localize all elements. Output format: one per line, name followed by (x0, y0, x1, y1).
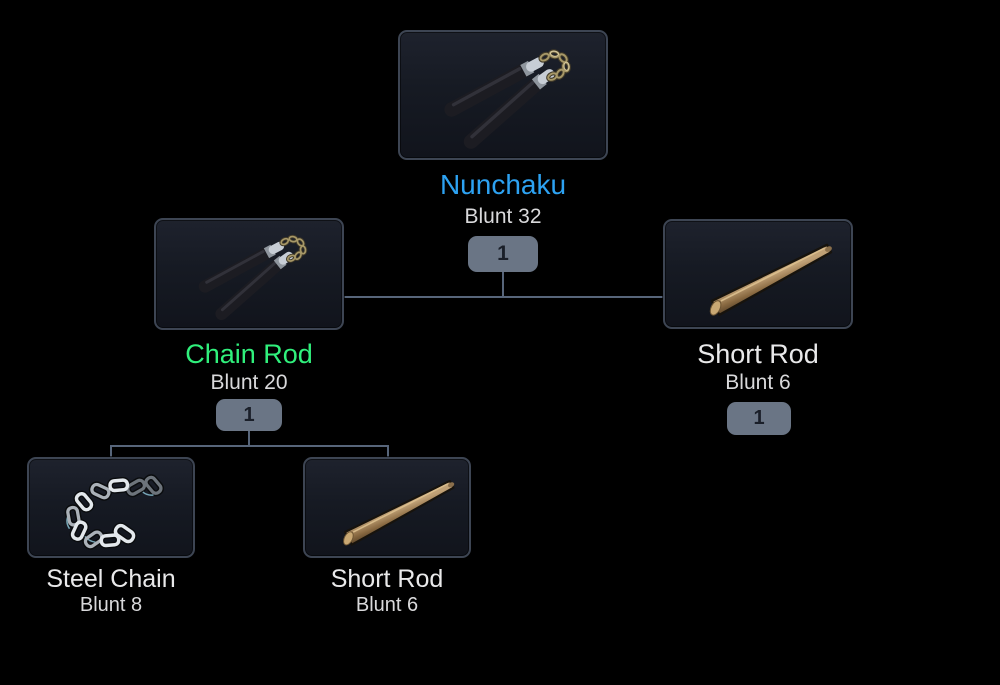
item-name-nunchaku: Nunchaku (439, 169, 567, 200)
nunchaku-icon (444, 49, 571, 149)
item-stat-short-rod-bottom: Blunt 6 (355, 594, 419, 616)
edge-drop-shortrod (387, 445, 389, 459)
short-rod-icon (709, 243, 833, 317)
item-stat-short-rod-mid: Blunt 6 (725, 371, 791, 394)
edge-drop-steelchain (110, 445, 112, 459)
quantity-badge-nunchaku: 1 (468, 236, 538, 272)
edge-nunchaku-down (502, 271, 504, 298)
item-name-short-rod-bottom: Short Rod (330, 565, 444, 593)
quantity-badge-short-rod-mid: 1 (727, 402, 791, 435)
edge-steelchain-shortrod (110, 445, 389, 447)
item-name-chain-rod: Chain Rod (185, 339, 313, 369)
short-rod-icon (343, 479, 455, 546)
item-card-short-rod-mid[interactable] (663, 219, 853, 329)
chain-rod-icon (198, 234, 308, 321)
edge-chainrod-down (248, 430, 250, 447)
item-stat-steel-chain: Blunt 8 (79, 594, 143, 616)
item-card-chain-rod[interactable] (154, 218, 344, 330)
item-name-short-rod-mid: Short Rod (697, 339, 819, 369)
edge-chainrod-shortrod (343, 296, 664, 298)
item-card-nunchaku[interactable] (398, 30, 608, 160)
quantity-badge-chain-rod: 1 (216, 399, 282, 431)
item-name-steel-chain: Steel Chain (46, 565, 176, 593)
steel-chain-icon (64, 474, 165, 550)
item-card-short-rod-bottom[interactable] (303, 457, 471, 558)
item-stat-chain-rod: Blunt 20 (210, 371, 288, 394)
item-card-steel-chain[interactable] (27, 457, 195, 558)
item-stat-nunchaku: Blunt 32 (464, 205, 542, 228)
